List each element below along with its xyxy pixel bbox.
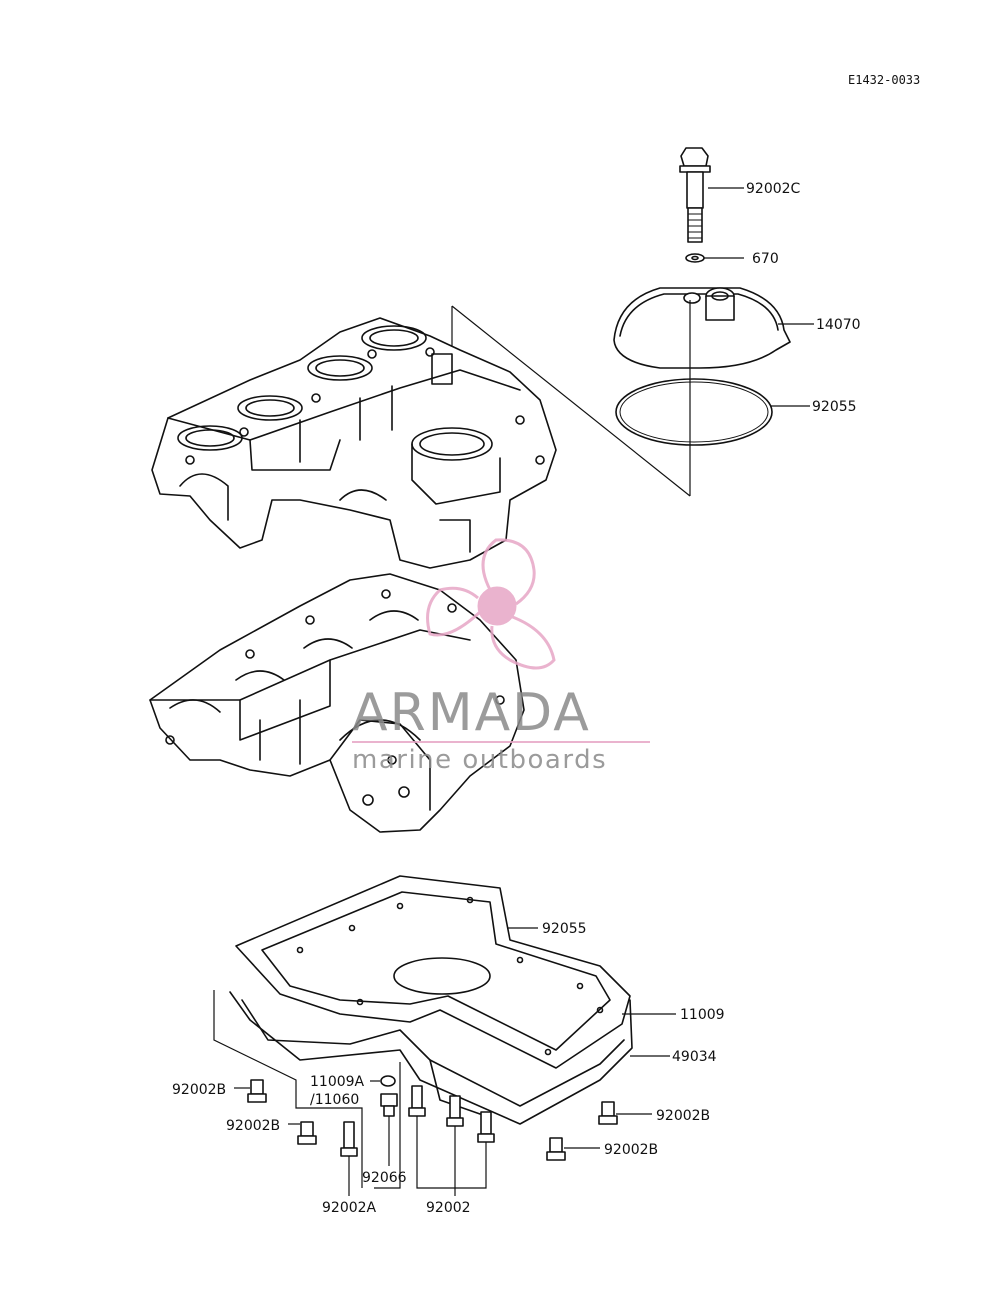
oring-11009A bbox=[370, 1075, 396, 1087]
propeller-logo-icon bbox=[426, 538, 556, 670]
upper-crankcase bbox=[151, 317, 557, 569]
label-11060: /11060 bbox=[310, 1092, 359, 1108]
bolt-92002C bbox=[679, 147, 744, 243]
washer-670 bbox=[685, 253, 744, 263]
bolt-92002B-left2 bbox=[288, 1121, 317, 1145]
oil-pan-49034 bbox=[229, 991, 670, 1125]
label-92002C: 92002C bbox=[746, 181, 801, 197]
label-92002B-left1: 92002B bbox=[172, 1082, 226, 1098]
lower-crankcase bbox=[149, 573, 525, 833]
label-92055-top: 92055 bbox=[812, 399, 857, 415]
watermark-brand: ARMADA bbox=[352, 683, 591, 743]
label-92002B-right2: 92002B bbox=[604, 1142, 658, 1158]
label-670: 670 bbox=[752, 251, 779, 267]
label-92002: 92002 bbox=[426, 1200, 471, 1216]
label-49034: 49034 bbox=[672, 1049, 717, 1065]
watermark-tagline: marine outboards bbox=[352, 745, 607, 775]
bracket-lines bbox=[213, 990, 401, 1189]
label-92002B-right1: 92002B bbox=[656, 1108, 710, 1124]
bolt-92002B-right1 bbox=[598, 1101, 652, 1125]
label-92055-pan: 92055 bbox=[542, 921, 587, 937]
label-92066: 92066 bbox=[362, 1170, 407, 1186]
bolt-92002B-left1 bbox=[234, 1079, 267, 1103]
label-92002A: 92002A bbox=[322, 1200, 377, 1216]
cover-14070 bbox=[613, 287, 814, 369]
label-11009A: 11009A bbox=[310, 1074, 365, 1090]
plug-92066 bbox=[380, 1093, 398, 1166]
gasket-11009 bbox=[235, 875, 676, 1069]
armada-watermark: ARMADA marine outboards bbox=[352, 538, 650, 775]
diagram-code: E1432-0033 bbox=[848, 73, 920, 87]
bolt-92002B-right2 bbox=[546, 1137, 600, 1161]
label-92002B-left2: 92002B bbox=[226, 1118, 280, 1134]
label-11009: 11009 bbox=[680, 1007, 725, 1023]
bolts-92002 bbox=[408, 1085, 495, 1196]
bolt-92002A bbox=[340, 1121, 358, 1196]
oring-92055-top bbox=[615, 378, 810, 446]
label-14070: 14070 bbox=[816, 317, 861, 333]
